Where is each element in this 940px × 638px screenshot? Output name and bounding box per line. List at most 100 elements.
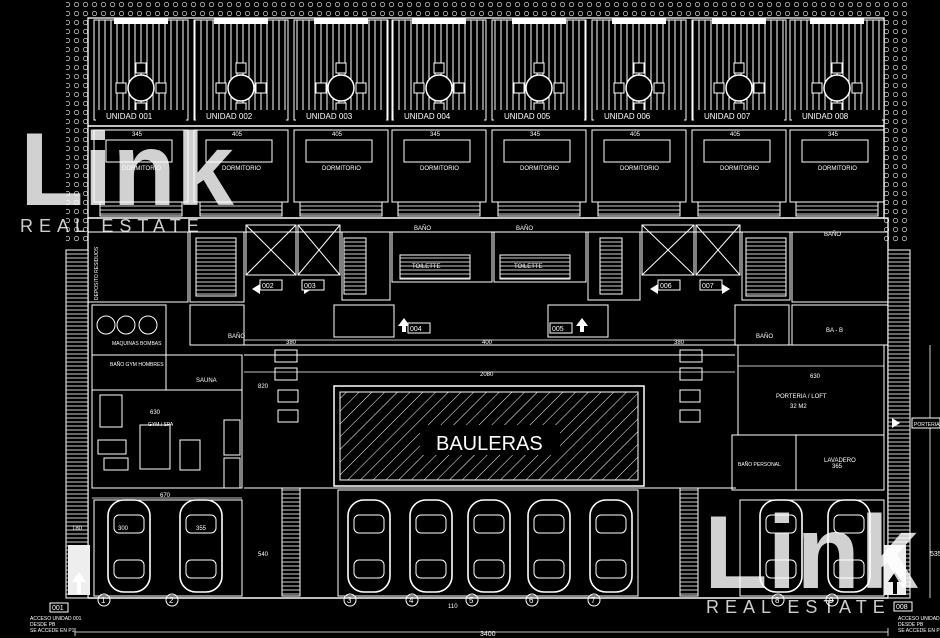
stairs bbox=[65, 237, 911, 599]
planter-right bbox=[679, 487, 699, 597]
unit-tag-box bbox=[301, 279, 325, 291]
bed-icon bbox=[403, 139, 471, 163]
parking-number: 6 bbox=[529, 596, 534, 605]
closet bbox=[299, 201, 383, 217]
car-icon bbox=[347, 499, 391, 593]
chair-icon bbox=[753, 82, 765, 94]
deck-railing bbox=[214, 18, 268, 24]
hedge-top bbox=[66, 2, 892, 17]
room-label-porteria-area: 32 M2 bbox=[790, 404, 807, 410]
corner-tag-left: 001 bbox=[52, 605, 64, 612]
bauleras-outer bbox=[333, 385, 645, 487]
room-label-dormitorio: DORMITORIO bbox=[322, 166, 361, 172]
chair-icon bbox=[851, 82, 863, 94]
deck-railing bbox=[412, 18, 466, 24]
unit-label: UNIDAD 005 bbox=[504, 112, 551, 121]
watermark-tagline-bottom: REAL ESTATE bbox=[706, 597, 891, 617]
bauleras-hatch bbox=[339, 391, 639, 481]
deck-railing bbox=[810, 18, 864, 24]
bed-icon bbox=[603, 139, 671, 163]
car-icon bbox=[107, 499, 151, 593]
dimension-400: 400 bbox=[482, 340, 493, 346]
chair-icon bbox=[433, 62, 445, 74]
parking-number-circle bbox=[825, 593, 839, 607]
unit-label: UNIDAD 004 bbox=[404, 112, 451, 121]
chair-icon bbox=[115, 82, 127, 94]
room-label-gym: GYM / SPA bbox=[148, 422, 174, 428]
room-label-deposito: DEPOSITO RESIDUOS bbox=[94, 246, 100, 300]
bed-icon bbox=[801, 139, 869, 163]
closet bbox=[199, 201, 283, 217]
chair-icon bbox=[713, 82, 725, 94]
parking-bay-center bbox=[337, 489, 639, 597]
unit-label: UNIDAD 001 bbox=[106, 112, 153, 121]
table-icon bbox=[625, 74, 653, 102]
parking-number-circle bbox=[97, 593, 111, 607]
room-label-bano: BAÑO bbox=[228, 333, 245, 340]
parking-number-circle bbox=[405, 593, 419, 607]
note-left: SE ACCEDE EN P1 bbox=[30, 628, 75, 634]
chair-icon bbox=[235, 62, 247, 74]
parking-number-circle bbox=[465, 593, 479, 607]
chair-icon bbox=[553, 82, 565, 94]
table-icon bbox=[823, 74, 851, 102]
hedge-left bbox=[66, 2, 88, 242]
bed-icon bbox=[503, 139, 571, 163]
closet bbox=[397, 201, 481, 217]
dimension-label: 405 bbox=[630, 132, 641, 138]
planter-left bbox=[281, 487, 301, 597]
parking-number-circle bbox=[165, 593, 179, 607]
dimension-label: 345 bbox=[430, 132, 441, 138]
parking-number-circle bbox=[525, 593, 539, 607]
dimension-365: 365 bbox=[832, 464, 843, 470]
car-icon bbox=[467, 499, 511, 593]
chair-icon bbox=[355, 82, 367, 94]
dimension-2080: 2080 bbox=[480, 372, 494, 378]
car-icon bbox=[827, 499, 871, 593]
dimension-820: 820 bbox=[258, 384, 269, 390]
parking-number: 7 bbox=[591, 596, 596, 605]
unit-label: UNIDAD 003 bbox=[306, 112, 353, 121]
unit-tag: 004 bbox=[410, 326, 422, 333]
dimension-630-left: 630 bbox=[150, 410, 161, 416]
parking-number: 2 bbox=[169, 596, 174, 605]
chair-icon bbox=[831, 62, 843, 74]
dimension-670: 670 bbox=[160, 493, 171, 499]
room-label-dormitorio: DORMITORIO bbox=[222, 166, 261, 172]
dimension-label: 345 bbox=[828, 132, 839, 138]
dimension-total: 3400 bbox=[480, 631, 496, 638]
car-icon bbox=[179, 499, 223, 593]
car-icon bbox=[589, 499, 633, 593]
room-label-bano-personal: BAÑO PERSONAL bbox=[738, 461, 781, 468]
gym-equipment bbox=[96, 315, 241, 489]
table-icon bbox=[227, 74, 255, 102]
chair-icon bbox=[653, 82, 665, 94]
dimension-car-355: 355 bbox=[196, 526, 207, 532]
interior-walls bbox=[87, 224, 889, 491]
dimension-car-300: 300 bbox=[118, 526, 129, 532]
chair-icon bbox=[453, 82, 465, 94]
room-label-dormitorio: DORMITORIO bbox=[720, 166, 759, 172]
parking-number-circle bbox=[587, 593, 601, 607]
closet bbox=[697, 201, 781, 217]
unit-tag-box bbox=[259, 279, 283, 291]
car-icon bbox=[409, 499, 453, 593]
unit-tag-box bbox=[657, 279, 681, 291]
chair-icon bbox=[135, 62, 147, 74]
dimension-540: 540 bbox=[258, 552, 269, 558]
dimension-label: 405 bbox=[730, 132, 741, 138]
chair-icon bbox=[215, 82, 227, 94]
room-label-bano: BAÑO bbox=[516, 225, 533, 232]
deck-railing bbox=[712, 18, 766, 24]
table-icon bbox=[525, 74, 553, 102]
closet bbox=[795, 201, 879, 217]
deck-railing bbox=[512, 18, 566, 24]
room-label-sauna: SAUNA bbox=[196, 378, 217, 384]
note-left: DESDE PB bbox=[30, 622, 56, 628]
deck-railing bbox=[114, 18, 168, 24]
room-label-bano: BAÑO bbox=[414, 225, 431, 232]
room-label-maquinas: MAQUINAS BOMBAS bbox=[112, 341, 162, 347]
room-label-lavadero: LAVADERO bbox=[824, 458, 856, 464]
dimension-label: 345 bbox=[530, 132, 541, 138]
closet bbox=[597, 201, 681, 217]
